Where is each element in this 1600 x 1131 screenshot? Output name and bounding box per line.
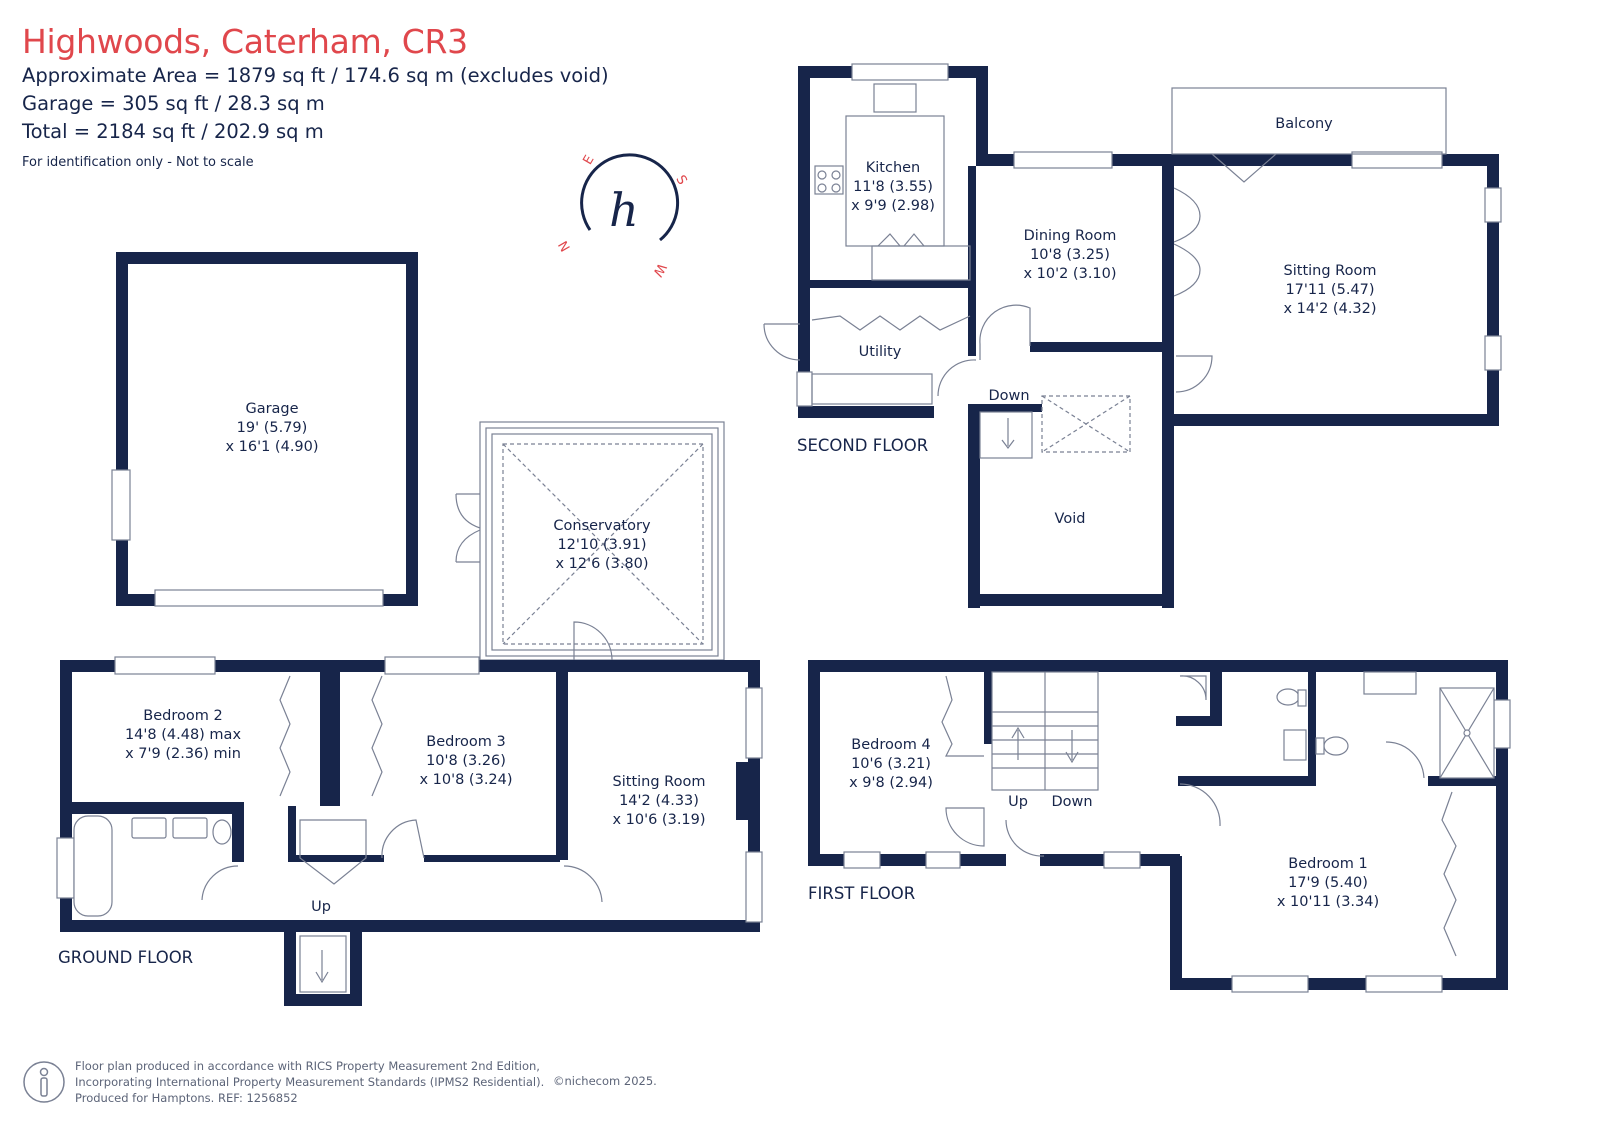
ground-floor-title: GROUND FLOOR — [58, 948, 193, 967]
room-dim: x 10'2 (3.10) — [1023, 266, 1116, 282]
room-name: Bedroom 1 — [1288, 856, 1367, 872]
room-name: Sitting Room — [613, 774, 706, 790]
stairs-down-label: Down — [988, 388, 1029, 404]
wall — [116, 252, 418, 264]
room-dim: 10'8 (3.25) — [1030, 247, 1110, 263]
conservatory-label: Conservatory 12'10 (3.91) x 12'6 (3.80) — [553, 518, 651, 572]
room-dim: 14'2 (4.33) — [619, 793, 699, 809]
second-sitting-room-label: Sitting Room 17'11 (5.47) x 14'2 (4.32) — [1283, 263, 1376, 317]
room-dim: x 16'1 (4.90) — [225, 439, 318, 455]
identification-note: For identification only - Not to scale — [22, 155, 254, 170]
stairs-up-label: Up — [311, 899, 331, 915]
stairs-up-label: Up — [1008, 794, 1028, 810]
footer-line: Incorporating International Property Mea… — [75, 1075, 545, 1089]
bedroom-3-label: Bedroom 3 10'8 (3.26) x 10'8 (3.24) — [419, 734, 512, 788]
garage-label: Garage 19' (5.79) x 16'1 (4.90) — [225, 401, 318, 455]
bedroom-4-label: Bedroom 4 10'6 (3.21) x 9'8 (2.94) — [849, 737, 933, 791]
info-person-icon — [23, 1061, 65, 1103]
copyright: ©nichecom 2025. — [553, 1074, 657, 1088]
room-name: Garage — [245, 401, 298, 417]
footer-line: Floor plan produced in accordance with R… — [75, 1059, 540, 1073]
room-dim: 12'10 (3.91) — [557, 537, 646, 553]
ground-floor-fixtures — [56, 656, 763, 993]
ground-floor-walls — [60, 660, 760, 1006]
footer-notes: Floor plan produced in accordance with R… — [75, 1058, 544, 1106]
room-dim: 14'8 (4.48) max — [125, 727, 241, 743]
first-floor-title: FIRST FLOOR — [808, 884, 915, 903]
second-floor-fixtures — [763, 63, 1502, 459]
void-label: Void — [1055, 511, 1086, 527]
page-title: Highwoods, Caterham, CR3 — [22, 22, 468, 61]
wall — [406, 252, 418, 606]
room-name: Bedroom 3 — [426, 734, 505, 750]
compass-north: N — [556, 238, 574, 254]
room-dim: x 7'9 (2.36) min — [125, 746, 241, 762]
room-dim: x 9'9 (2.98) — [851, 198, 935, 214]
room-name: Dining Room — [1024, 228, 1117, 244]
room-dim: x 9'8 (2.94) — [849, 775, 933, 791]
compass-monogram: h — [609, 183, 639, 237]
room-name: Sitting Room — [1284, 263, 1377, 279]
second-floor-title: SECOND FLOOR — [797, 436, 928, 455]
bedroom-2-label: Bedroom 2 14'8 (4.48) max x 7'9 (2.36) m… — [125, 708, 241, 762]
room-name: Conservatory — [553, 518, 651, 534]
stairs-down-label: Down — [1051, 794, 1092, 810]
compass-west: W — [649, 260, 668, 279]
garage-fixtures — [111, 469, 384, 607]
room-dim: 10'8 (3.26) — [426, 753, 506, 769]
room-dim: x 10'6 (3.19) — [612, 812, 705, 828]
first-floor-fixtures — [843, 671, 1511, 993]
room-dim: 17'11 (5.47) — [1285, 282, 1374, 298]
compass-logo-icon: h E S N W — [556, 153, 690, 279]
second-floor-walls — [798, 66, 1499, 608]
balcony-label: Balcony — [1275, 116, 1333, 132]
garage-area: Garage = 305 sq ft / 28.3 sq m — [22, 92, 325, 115]
room-dim: x 10'11 (3.34) — [1277, 894, 1379, 910]
approximate-area: Approximate Area = 1879 sq ft / 174.6 sq… — [22, 64, 609, 87]
room-dim: x 10'8 (3.24) — [419, 772, 512, 788]
compass-east: E — [580, 153, 597, 168]
utility-label: Utility — [859, 344, 902, 360]
room-dim: x 14'2 (4.32) — [1283, 301, 1376, 317]
bedroom-1-label: Bedroom 1 17'9 (5.40) x 10'11 (3.34) — [1277, 856, 1379, 910]
total-area: Total = 2184 sq ft / 202.9 sq m — [22, 120, 324, 143]
room-name: Kitchen — [866, 160, 921, 176]
first-floor-walls — [808, 660, 1508, 990]
dining-room-label: Dining Room 10'8 (3.25) x 10'2 (3.10) — [1023, 228, 1116, 282]
room-dim: 11'8 (3.55) — [853, 179, 933, 195]
wall — [116, 252, 128, 606]
room-dim: x 12'6 (3.80) — [555, 556, 648, 572]
footer-line: Produced for Hamptons. REF: 1256852 — [75, 1091, 298, 1105]
room-dim: 10'6 (3.21) — [851, 756, 931, 772]
room-name: Bedroom 4 — [851, 737, 930, 753]
room-dim: 17'9 (5.40) — [1288, 875, 1368, 891]
room-dim: 19' (5.79) — [237, 420, 308, 436]
kitchen-label: Kitchen 11'8 (3.55) x 9'9 (2.98) — [851, 160, 935, 214]
room-name: Bedroom 2 — [143, 708, 222, 724]
ground-sitting-room-label: Sitting Room 14'2 (4.33) x 10'6 (3.19) — [612, 774, 705, 828]
